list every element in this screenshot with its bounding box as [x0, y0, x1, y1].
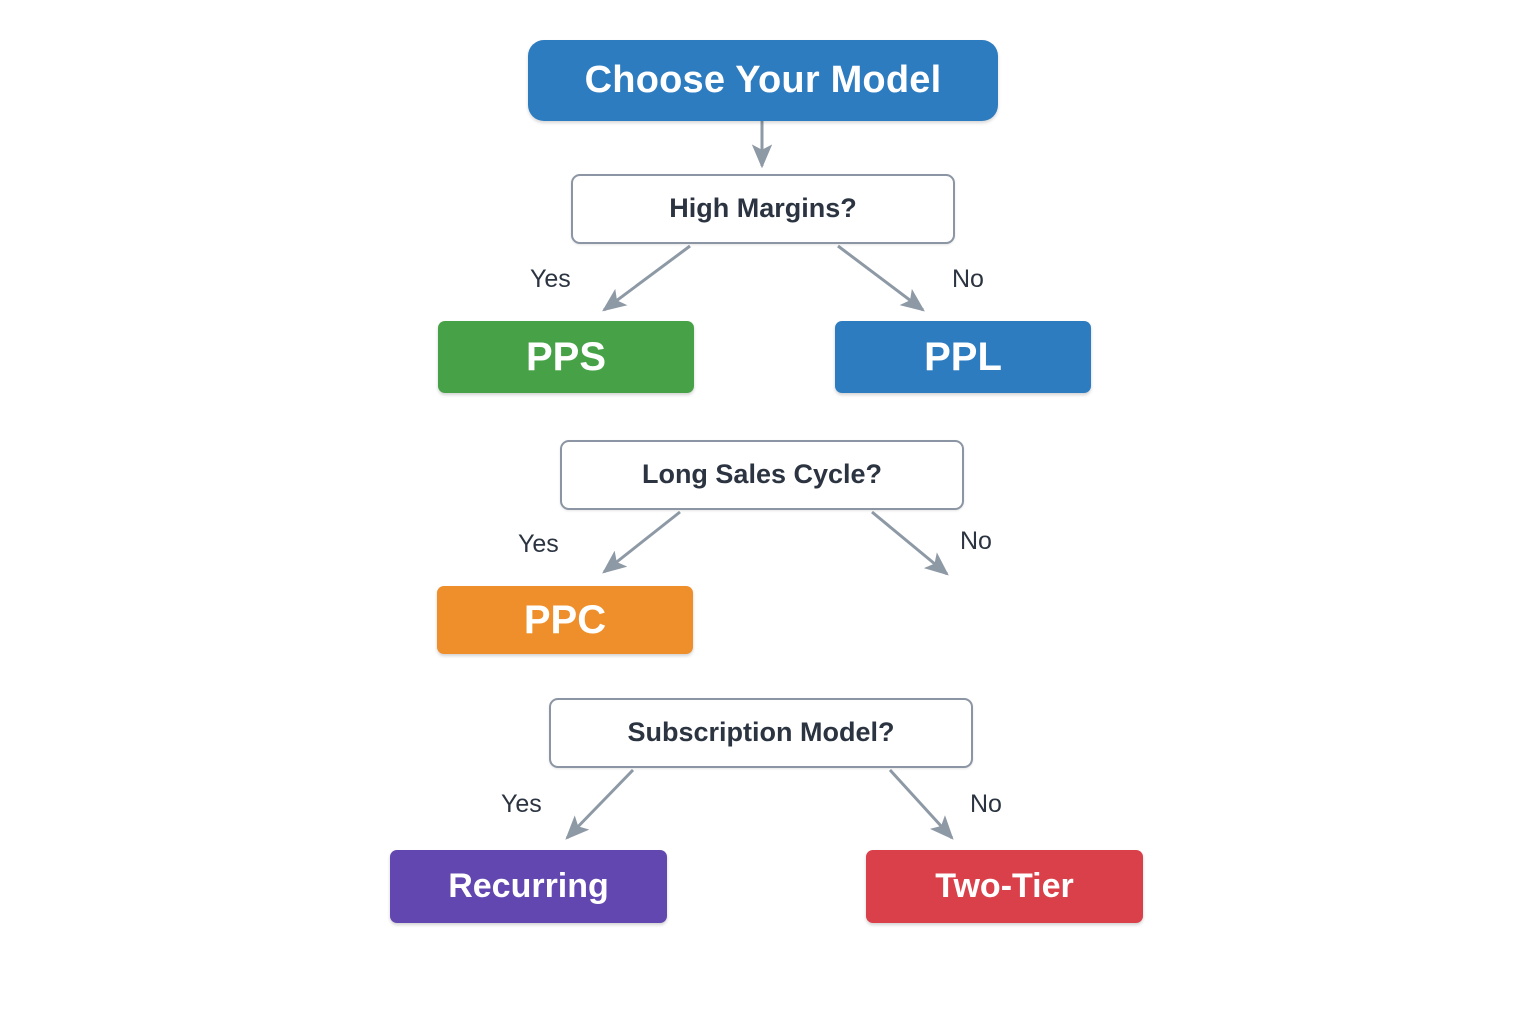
edge-label-high-margins-no: No: [952, 265, 984, 293]
node-decision-high-margins[interactable]: High Margins?: [571, 174, 955, 244]
node-label: Subscription Model?: [627, 717, 895, 748]
node-label: Choose Your Model: [584, 58, 942, 101]
edge-label-long-sales-cycle-no: No: [960, 527, 992, 555]
node-label: Recurring: [448, 866, 609, 905]
node-label: Long Sales Cycle?: [641, 459, 883, 490]
edge-label-long-sales-cycle-yes: Yes: [518, 530, 559, 558]
node-outcome-ppc[interactable]: PPC: [437, 586, 693, 654]
node-label: Two-Tier: [935, 866, 1074, 905]
node-outcome-ppl[interactable]: PPL: [835, 321, 1091, 393]
node-outcome-pps[interactable]: PPS: [438, 321, 694, 393]
node-outcome-two-tier[interactable]: Two-Tier: [866, 850, 1143, 923]
node-decision-subscription-model[interactable]: Subscription Model?: [549, 698, 973, 768]
node-label: PPS: [525, 335, 607, 379]
node-decision-long-sales-cycle[interactable]: Long Sales Cycle?: [560, 440, 964, 510]
node-label: PPC: [523, 598, 607, 642]
edge-subscription-no-to-two-tier: [888, 768, 954, 840]
edge-long-sales-cycle-no: [871, 510, 949, 576]
edge-high-margins-yes-to-pps: [602, 244, 691, 312]
node-choose-your-model[interactable]: Choose Your Model: [528, 40, 998, 121]
edge-label-high-margins-yes: Yes: [530, 265, 571, 293]
node-outcome-recurring[interactable]: Recurring: [390, 850, 667, 923]
edge-label-subscription-yes: Yes: [501, 790, 542, 818]
node-label: PPL: [924, 335, 1002, 379]
edge-long-sales-cycle-yes-to-ppc: [602, 510, 681, 574]
edge-label-subscription-no: No: [970, 790, 1002, 818]
edge-subscription-yes-to-recurring: [565, 768, 635, 840]
node-label: High Margins?: [669, 193, 857, 224]
edge-high-margins-no-to-ppl: [837, 244, 925, 312]
